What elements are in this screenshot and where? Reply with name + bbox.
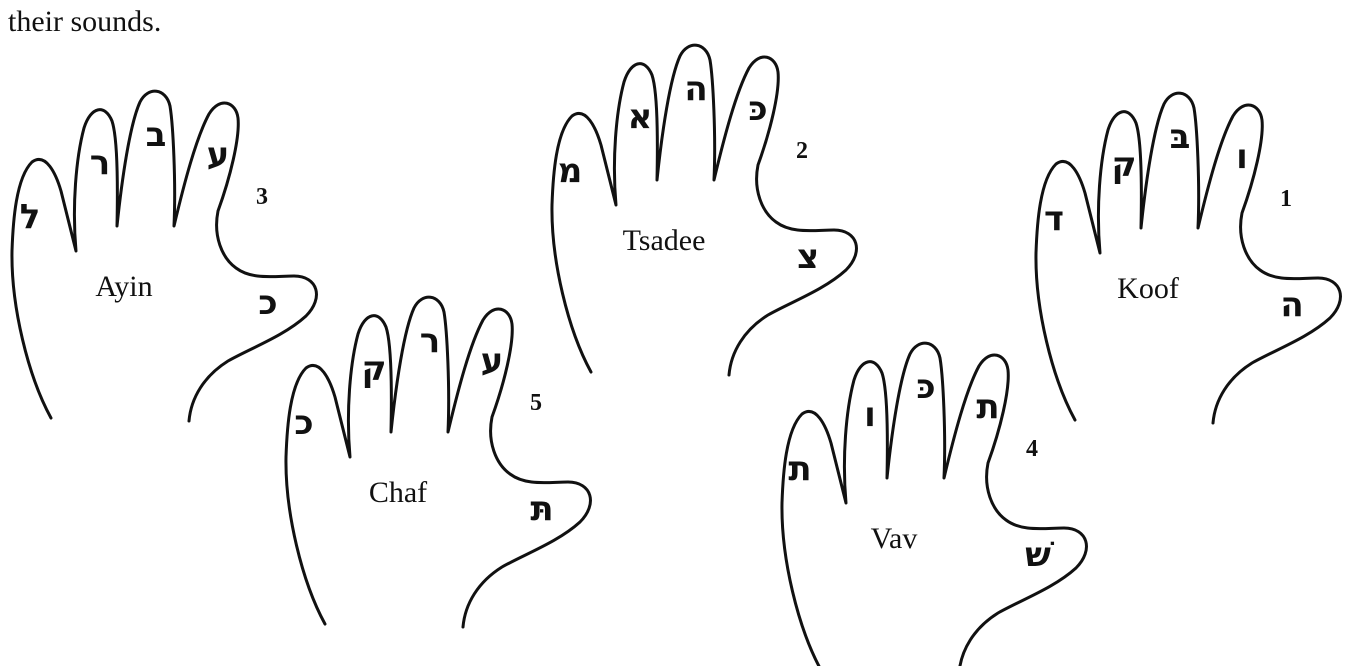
hebrew-letter: ב (146, 115, 167, 155)
hand-name: Vav (871, 522, 918, 555)
hand-number: 5 (530, 390, 542, 416)
hebrew-letter: ר (90, 143, 110, 183)
hebrew-letter: כּ (748, 89, 767, 129)
hand-name: Chaf (369, 476, 427, 509)
hand-number: 2 (796, 138, 808, 164)
hebrew-letter: ו (864, 395, 876, 435)
hebrew-letter: כ (258, 283, 277, 323)
hand-number: 4 (1026, 436, 1038, 462)
hebrew-letter: ק (361, 349, 386, 389)
hebrew-letter: ה (684, 69, 707, 109)
hand-number: 3 (256, 184, 268, 210)
hand-name: Koof (1117, 272, 1179, 305)
hebrew-letter: ל (20, 197, 41, 237)
hebrew-letter: א (628, 97, 653, 137)
hand-name: Tsadee (623, 224, 706, 257)
hebrew-letter: שׁ (1025, 535, 1054, 575)
hebrew-letter: ק (1111, 145, 1136, 185)
hebrew-letter: ת (788, 449, 811, 489)
hebrew-letter: ו (1236, 137, 1248, 177)
hebrew-letter: ת (976, 387, 999, 427)
hebrew-letter: תּ (530, 489, 553, 529)
hebrew-letter: כ (294, 403, 313, 443)
hebrew-letter: ה (1280, 285, 1303, 325)
hebrew-letter: בּ (1170, 117, 1191, 157)
hebrew-letter: ר (420, 321, 440, 361)
hebrew-letter: ע (207, 135, 230, 175)
hebrew-letter: ע (481, 341, 504, 381)
hebrew-letter: צ (797, 237, 819, 277)
hebrew-letter: מ (558, 151, 583, 191)
hebrew-letter: כּ (916, 367, 935, 407)
hand-number: 1 (1280, 186, 1292, 212)
hebrew-letter: ד (1044, 199, 1064, 239)
hand-name: Ayin (95, 270, 152, 303)
